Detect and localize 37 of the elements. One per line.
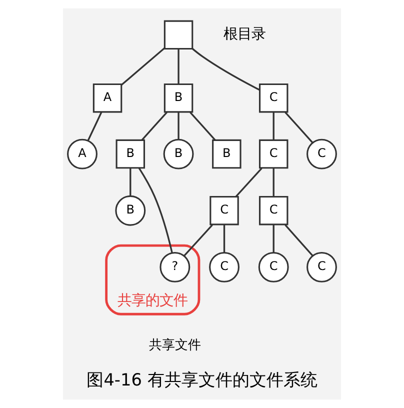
node-box: C (258, 83, 288, 113)
connector (272, 224, 274, 253)
connector (130, 168, 132, 196)
connector (120, 47, 166, 86)
node-box: B (164, 83, 194, 113)
connector (284, 224, 314, 256)
node-circle: B (163, 138, 194, 170)
node-circle: C (258, 252, 289, 282)
node-box (164, 20, 194, 50)
label: 共享文件 (148, 338, 201, 353)
node-circle: ? (160, 252, 190, 282)
node-box: C (210, 196, 239, 226)
connector (178, 112, 180, 140)
node-box: B (116, 139, 146, 169)
node-circle: A (67, 138, 98, 170)
node-circle: C (209, 252, 240, 282)
connector (141, 112, 168, 141)
node-box: B (212, 139, 242, 169)
connector (178, 49, 180, 84)
node-box: A (92, 83, 122, 113)
connector (138, 168, 173, 253)
connector (272, 112, 274, 140)
connector (235, 168, 262, 197)
node-circle: B (115, 195, 146, 226)
node-box: C (258, 196, 288, 226)
node-circle: C (306, 138, 337, 170)
connector (223, 224, 226, 253)
connector (190, 112, 216, 141)
connector (87, 112, 102, 142)
node-box: C (258, 139, 288, 169)
connector (284, 112, 314, 144)
node-label: 根目录 (224, 26, 266, 43)
connector (272, 168, 274, 196)
node-circle: C (306, 252, 337, 282)
connector (192, 48, 260, 91)
caption: 图4-16 有共享文件的文件系统 (86, 369, 318, 390)
connector (184, 224, 213, 256)
